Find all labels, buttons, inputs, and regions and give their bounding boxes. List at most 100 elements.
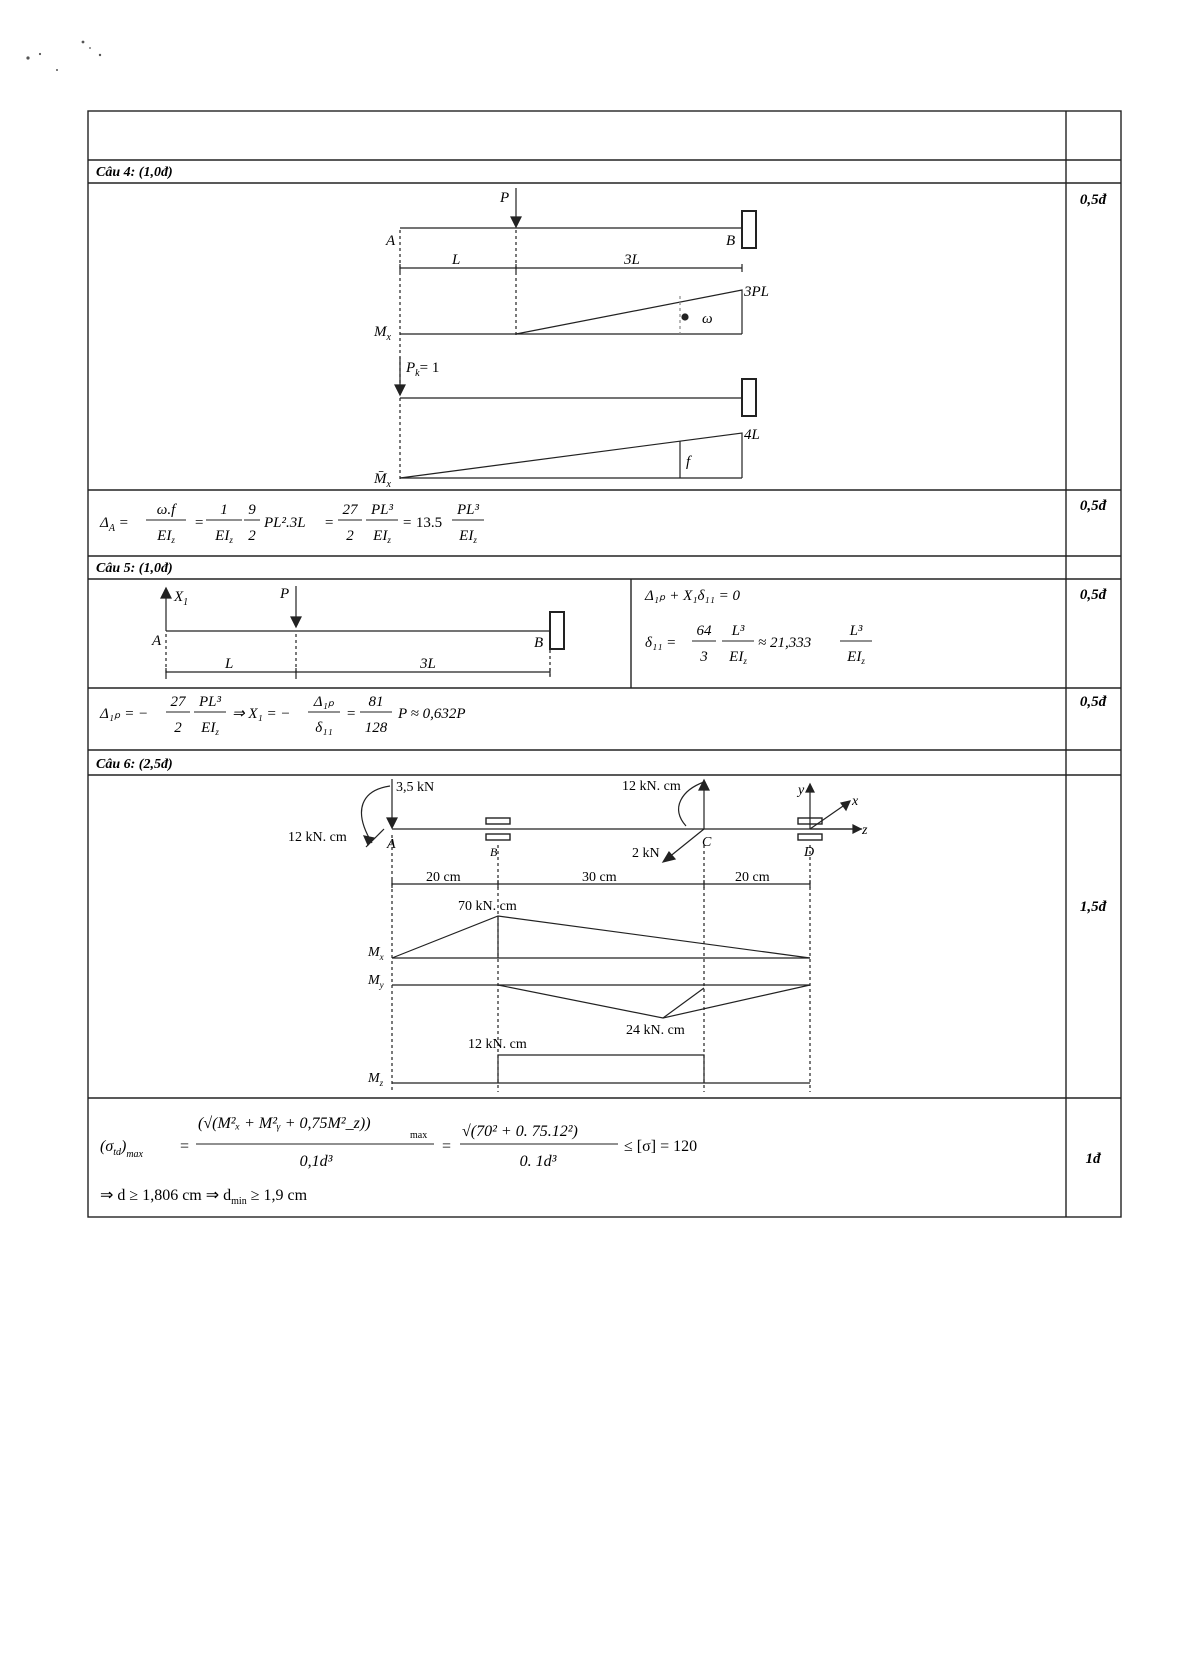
q6-dim-2: 30 cm <box>582 870 617 885</box>
svg-text:= 13.5: = 13.5 <box>402 515 442 531</box>
q4-label: Câu 4: (1,0đ) <box>96 165 173 180</box>
q4-points-a: 0,5đ <box>1080 192 1108 208</box>
svg-text:ω.f: ω.f <box>157 502 177 518</box>
q6-axis-y: y <box>796 783 805 798</box>
svg-text:1: 1 <box>220 502 228 518</box>
q5-points-b: 0,5đ <box>1080 694 1108 710</box>
svg-text:ΔA =: ΔA = <box>99 515 129 534</box>
q6-label-D: D <box>803 845 814 860</box>
svg-text:EIz: EIz <box>846 649 865 666</box>
svg-text:Δ₁ₚ = −: Δ₁ₚ = − <box>99 706 148 722</box>
svg-text:27: 27 <box>343 502 360 518</box>
svg-text:PL².3L: PL².3L <box>263 515 306 531</box>
q5-label-L: L <box>224 656 233 672</box>
q6-shaft-diagram <box>361 778 863 1092</box>
svg-text:2: 2 <box>346 528 354 544</box>
svg-text:PL³: PL³ <box>456 502 480 518</box>
q6-points-b: 1đ <box>1086 1151 1103 1167</box>
svg-text:Δ₁ₚ: Δ₁ₚ <box>313 694 335 710</box>
q6-label-Mz: Mz <box>367 1071 384 1088</box>
q4-label-f: f <box>686 454 692 470</box>
scan-specks <box>26 40 102 71</box>
q6-my-peak: 24 kN. cm <box>626 1023 685 1038</box>
q6-formula: (σtd)max = (√(M²ₓ + M²ᵧ + 0,75M²_z)) max… <box>100 1115 697 1207</box>
svg-text:0,1d³: 0,1d³ <box>300 1153 333 1170</box>
q6-label-C: C <box>702 835 712 850</box>
svg-text:⇒ X₁ = −: ⇒ X₁ = − <box>232 706 290 722</box>
svg-text:EIz: EIz <box>372 528 391 545</box>
svg-text:2: 2 <box>248 528 256 544</box>
q5-equations: Δ₁ₚ + X₁δ₁₁ = 0 δ₁₁ = 64 3 L³ EIz ≈ 21,3… <box>644 588 872 666</box>
svg-text:L³: L³ <box>849 623 863 639</box>
q6-label-Mx: Mx <box>367 945 384 962</box>
svg-text:≤ [σ] = 120: ≤ [σ] = 120 <box>624 1138 697 1155</box>
svg-text:3: 3 <box>699 649 708 665</box>
q4-points-b: 0,5đ <box>1080 498 1108 514</box>
q4-label-Mx: Mx <box>373 324 392 343</box>
svg-text:P ≈ 0,632P: P ≈ 0,632P <box>397 706 466 722</box>
q5-label-P: P <box>279 586 289 602</box>
svg-text:EIz: EIz <box>728 649 747 666</box>
q5-label-X1: X1 <box>173 589 188 608</box>
q6-force-a: 3,5 kN <box>396 780 434 795</box>
q6-dim-1: 20 cm <box>426 870 461 885</box>
q4-beam-diagram <box>394 188 757 480</box>
q6-label-B: B <box>490 845 498 859</box>
q4-label-3PL: 3PL <box>743 284 769 300</box>
svg-text:EIz: EIz <box>200 720 219 737</box>
svg-text:81: 81 <box>369 694 384 710</box>
q4-label-Mbar: M̄x <box>373 471 392 490</box>
svg-text:δ₁₁: δ₁₁ <box>315 720 332 736</box>
q6-axis-z: z <box>861 823 868 838</box>
q4-label-A: A <box>385 233 396 249</box>
svg-text:0. 1d³: 0. 1d³ <box>520 1153 557 1170</box>
svg-text:128: 128 <box>365 720 388 736</box>
svg-text:EIz: EIz <box>458 528 477 545</box>
q4-label-Pk: Pk= 1 <box>405 360 439 379</box>
q4-label-P: P <box>499 190 509 206</box>
q5-label-A: A <box>151 633 162 649</box>
q6-label-A: A <box>386 837 396 852</box>
q4-label-L: L <box>451 252 460 268</box>
q5-label: Câu 5: (1,0đ) <box>96 561 173 576</box>
q6-label: Câu 6: (2,5đ) <box>96 757 173 772</box>
q4-label-B: B <box>726 233 735 249</box>
q6-mz-value: 12 kN. cm <box>468 1037 527 1052</box>
svg-text:64: 64 <box>697 623 713 639</box>
svg-text:9: 9 <box>248 502 256 518</box>
q6-moment-a: 12 kN. cm <box>288 830 347 845</box>
q4-diagram-labels: P A B L 3L 3PL ω Mx Pk= 1 4L f M̄x <box>373 190 769 490</box>
q5-label-3L: 3L <box>419 656 436 672</box>
q6-axis-x: x <box>851 794 859 809</box>
svg-text:=: = <box>194 515 204 531</box>
svg-text:(√(M²ₓ + M²ᵧ + 0,75M²_z)): (√(M²ₓ + M²ᵧ + 0,75M²_z)) <box>198 1115 371 1132</box>
svg-text:PL³: PL³ <box>198 694 222 710</box>
q5-diagram-labels: X1 P A B L 3L <box>151 586 543 672</box>
svg-text:EIz: EIz <box>156 528 175 545</box>
q4-label-omega: ω <box>702 311 713 327</box>
svg-text:=: = <box>180 1138 189 1155</box>
svg-text:√(70² + 0. 75.12²): √(70² + 0. 75.12²) <box>462 1123 578 1140</box>
svg-text:(σtd)max: (σtd)max <box>100 1138 144 1160</box>
svg-text:=: = <box>346 706 356 722</box>
svg-text:=: = <box>324 515 334 531</box>
q5-row2-formula: Δ₁ₚ = − 27 2 PL³ EIz ⇒ X₁ = − Δ₁ₚ δ₁₁ = … <box>99 694 466 737</box>
svg-text:L³: L³ <box>731 623 745 639</box>
q5-points-a: 0,5đ <box>1080 587 1108 603</box>
svg-text:27: 27 <box>171 694 188 710</box>
table-grid <box>87 110 1122 1218</box>
q5-label-B: B <box>534 635 543 651</box>
svg-text:=: = <box>442 1138 451 1155</box>
q4-label-4L: 4L <box>744 427 760 443</box>
q4-label-3L: 3L <box>623 252 640 268</box>
q5-beam-diagram <box>160 586 565 680</box>
q4-formula: ΔA = ω.f EIz = 1 EIz 9 2 PL².3L = 27 2 P… <box>99 502 484 545</box>
svg-text:2: 2 <box>174 720 182 736</box>
q6-moment-c: 12 kN. cm <box>622 779 681 794</box>
svg-text:EIz: EIz <box>214 528 233 545</box>
q6-dim-3: 20 cm <box>735 870 770 885</box>
q6-mx-peak: 70 kN. cm <box>458 899 517 914</box>
svg-text:⇒ d ≥ 1,806 cm ⇒ dmin ≥ 1,9 cm: ⇒ d ≥ 1,806 cm ⇒ dmin ≥ 1,9 cm <box>100 1187 308 1207</box>
q6-label-My: My <box>367 973 384 990</box>
